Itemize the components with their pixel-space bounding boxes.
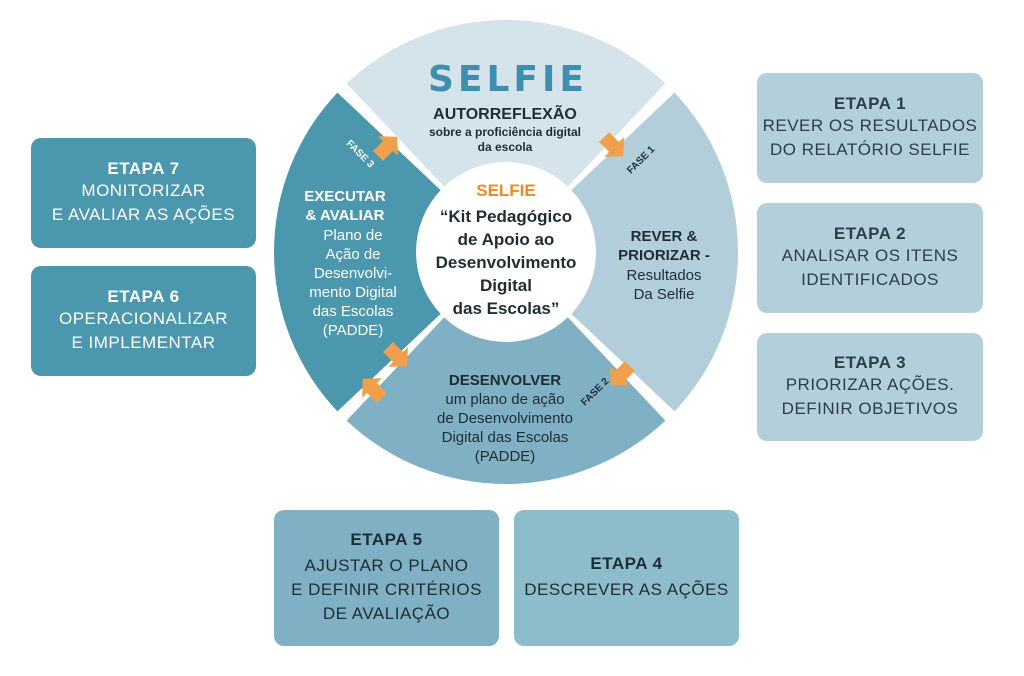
step-1-line-1: REVER OS RESULTADOS — [762, 116, 978, 135]
segment-rever-priorizar — [571, 92, 738, 412]
bottom-line-3: Digital das Escolas — [442, 429, 569, 446]
top-title: AUTORREFLEXÃO — [433, 103, 577, 123]
center-line-5: das Escolas” — [453, 299, 560, 318]
step-7-line-2: E AVALIAR AS AÇÕES — [51, 205, 236, 224]
top-line-2: da escola — [478, 140, 533, 154]
step-5-line-3: DE AVALIAÇÃO — [322, 604, 451, 623]
step-5-line-1: AJUSTAR O PLANO — [304, 556, 469, 575]
selfie-logo: SELFIE — [410, 59, 606, 100]
step-5-box: ETAPA 5 AJUSTAR O PLANO E DEFINIR CRITÉR… — [274, 510, 499, 646]
step-6-line-2: E IMPLEMENTAR — [71, 333, 216, 352]
center-line-4: Digital — [480, 276, 532, 295]
right-line-2: Da Selfie — [634, 286, 695, 303]
step-6-line-1: OPERACIONALIZAR — [58, 309, 229, 328]
right-line-1: Resultados — [626, 267, 701, 284]
step-1-line-2: DO RELATÓRIO SELFIE — [769, 140, 970, 159]
step-1-box: ETAPA 1 REVER OS RESULTADOS DO RELATÓRIO… — [757, 73, 983, 183]
center-brand: SELFIE — [476, 181, 536, 200]
step-2-box: ETAPA 2 ANALISAR OS ITENS IDENTIFICADOS — [757, 203, 983, 313]
step-2-line-1: ANALISAR OS ITENS — [781, 246, 959, 265]
center-line-3: Desenvolvimento — [436, 253, 577, 272]
left-title-1: EXECUTAR — [304, 188, 386, 205]
step-5-line-2: E DEFINIR CRITÉRIOS — [291, 580, 482, 599]
step-7-box: ETAPA 7 MONITORIZAR E AVALIAR AS AÇÕES — [31, 138, 256, 248]
arrow-to-autorreflexao-icon — [373, 136, 398, 161]
step-7-line-1: MONITORIZAR — [81, 181, 206, 200]
top-line-1: sobre a proficiência digital — [429, 125, 581, 139]
left-line-6: (PADDE) — [323, 322, 384, 339]
step-1-title: ETAPA 1 — [833, 94, 907, 113]
bottom-line-4: (PADDE) — [475, 448, 536, 465]
arrow-to-phase-1-icon — [599, 132, 624, 157]
step-4-title: ETAPA 4 — [590, 554, 663, 573]
arrow-to-executar-icon — [362, 378, 387, 403]
bottom-line-2: de Desenvolvimento — [437, 410, 573, 427]
arrows — [362, 132, 635, 403]
step-5-title: ETAPA 5 — [350, 530, 423, 549]
center-line-2: de Apoio ao — [458, 230, 555, 249]
step-7-title: ETAPA 7 — [107, 159, 180, 178]
center-line-1: “Kit Pedagógico — [440, 207, 572, 226]
bottom-line-1: um plano de ação — [445, 391, 564, 408]
arrow-to-phase-3-icon — [383, 342, 408, 367]
segment-desenvolver — [346, 317, 666, 485]
left-line-3: Desenvolvi- — [314, 265, 392, 282]
step-3-box: ETAPA 3 PRIORIZAR AÇÕES. DEFINIR OBJETIV… — [757, 333, 983, 441]
left-line-2: Ação de — [325, 246, 380, 263]
arrow-to-phase-2-icon — [610, 361, 635, 386]
right-title-1: REVER & — [631, 228, 698, 245]
step-6-title: ETAPA 6 — [107, 287, 180, 306]
segment-executar-avaliar — [274, 92, 441, 412]
step-3-title: ETAPA 3 — [833, 353, 907, 372]
step-3-line-1: PRIORIZAR AÇÕES. — [785, 375, 955, 394]
right-title-2: PRIORIZAR - — [618, 247, 710, 264]
step-3-line-2: DEFINIR OBJETIVOS — [781, 399, 959, 418]
step-4-line-1: DESCREVER AS AÇÕES — [524, 580, 729, 599]
selfie-logo-text: SELFIE — [428, 59, 588, 100]
left-line-4: mento Digital — [309, 284, 397, 301]
left-title-2: & AVALIAR — [306, 207, 385, 224]
left-line-5: das Escolas — [313, 303, 394, 320]
step-6-box: ETAPA 6 OPERACIONALIZAR E IMPLEMENTAR — [31, 266, 256, 376]
center-circle — [422, 168, 590, 336]
bottom-title: DESENVOLVER — [449, 372, 561, 389]
left-line-1: Plano de — [323, 227, 382, 244]
step-2-title: ETAPA 2 — [833, 224, 907, 243]
step-4-box: ETAPA 4 DESCREVER AS AÇÕES — [514, 510, 739, 646]
step-2-line-2: IDENTIFICADOS — [801, 270, 939, 289]
